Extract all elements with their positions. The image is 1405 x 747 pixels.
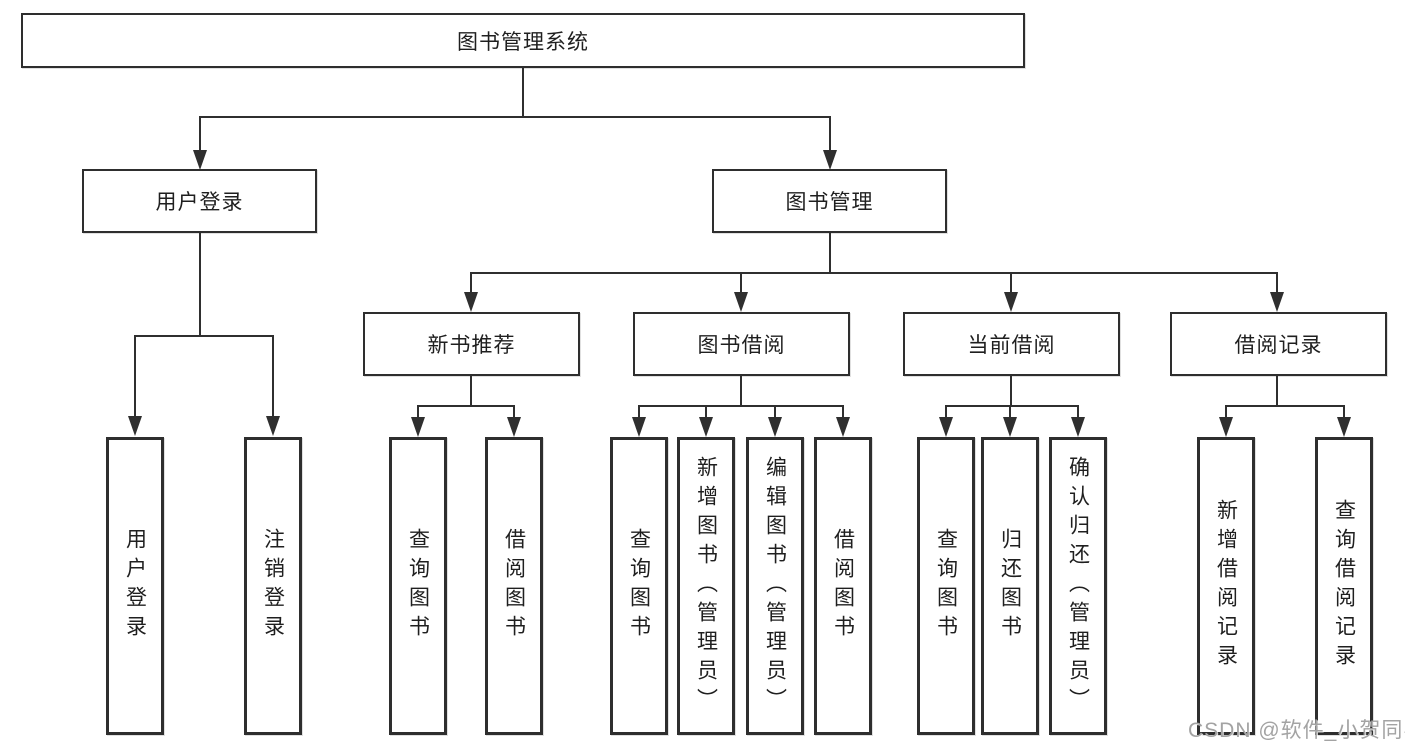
- connector-to-leaf: [774, 405, 776, 419]
- leaf-user-login: 用户登录: [106, 437, 164, 735]
- node-label: 编辑图书（管理员）: [763, 455, 787, 717]
- arrow-down-icon: [193, 150, 207, 170]
- arrow-down-icon: [1219, 417, 1233, 437]
- leaf-confirm-return-admin: 确认归还（管理员）: [1049, 437, 1107, 735]
- connector-to-leaf: [1343, 405, 1345, 419]
- node-label: 归还图书: [998, 528, 1022, 644]
- arrow-down-icon: [836, 417, 850, 437]
- connector-stem: [470, 375, 472, 407]
- leaf-borrow-book-2: 借阅图书: [814, 437, 872, 735]
- leaf-add-borrow-record: 新增借阅记录: [1197, 437, 1255, 735]
- leaf-add-book-admin: 新增图书（管理员）: [677, 437, 735, 735]
- node-label: 确认归还（管理员）: [1066, 455, 1090, 717]
- node-user-login: 用户登录: [82, 169, 317, 233]
- connector-to-user-login: [199, 116, 201, 151]
- connector-root-stem: [522, 67, 524, 117]
- leaf-logout: 注销登录: [244, 437, 302, 735]
- connector-to-leaf: [513, 405, 515, 419]
- node-label: 用户登录: [155, 191, 244, 214]
- connector-rail: [417, 405, 515, 407]
- leaf-edit-book-admin: 编辑图书（管理员）: [746, 437, 804, 735]
- connector-to-borrow-record: [1276, 272, 1278, 293]
- node-label: 用户登录: [123, 528, 147, 644]
- leaf-query-book-2: 查询图书: [610, 437, 668, 735]
- node-label: 借阅图书: [502, 528, 526, 644]
- node-library-management-system: 图书管理系统: [21, 13, 1025, 68]
- connector-rail: [1225, 405, 1345, 407]
- node-label: 借阅图书: [831, 528, 855, 644]
- node-label: 图书管理系统: [457, 30, 589, 54]
- arrow-down-icon: [507, 417, 521, 437]
- node-new-book-recommend: 新书推荐: [363, 312, 580, 376]
- node-book-management: 图书管理: [712, 169, 947, 233]
- connector-to-book-borrow: [740, 272, 742, 293]
- connector-stem: [740, 375, 742, 407]
- arrow-down-icon: [464, 292, 478, 312]
- connector-level2-rail: [199, 116, 831, 118]
- connector-to-leaf: [705, 405, 707, 419]
- connector-stem: [1010, 375, 1012, 407]
- arrow-down-icon: [1071, 417, 1085, 437]
- connector-to-leaf: [417, 405, 419, 419]
- node-label: 注销登录: [261, 528, 285, 644]
- leaf-query-book-1: 查询图书: [389, 437, 447, 735]
- arrow-down-icon: [699, 417, 713, 437]
- arrow-down-icon: [266, 416, 280, 436]
- node-label: 当前借阅: [967, 334, 1056, 357]
- node-label: 查询借阅记录: [1332, 499, 1356, 673]
- connector-level3-rail: [470, 272, 1278, 274]
- leaf-query-borrow-record: 查询借阅记录: [1315, 437, 1373, 735]
- node-borrow-record: 借阅记录: [1170, 312, 1387, 376]
- arrow-down-icon: [1003, 417, 1017, 437]
- node-label: 图书借阅: [697, 334, 786, 357]
- arrow-down-icon: [823, 150, 837, 170]
- connector-to-leaf: [1009, 405, 1011, 419]
- connector-to-leaf: [638, 405, 640, 419]
- connector-to-leaf: [134, 335, 136, 417]
- connector-to-leaf: [272, 335, 274, 417]
- connector-to-new-book: [470, 272, 472, 293]
- connector-to-leaf: [1225, 405, 1227, 419]
- connector-to-leaf: [1077, 405, 1079, 419]
- connector-to-leaf: [842, 405, 844, 419]
- connector-user-login-rail: [134, 335, 274, 337]
- node-label: 新增借阅记录: [1214, 499, 1238, 673]
- connector-book-management-stem: [829, 232, 831, 274]
- connector-to-current-borrow: [1010, 272, 1012, 293]
- connector-user-login-stem: [199, 232, 201, 337]
- arrow-down-icon: [1270, 292, 1284, 312]
- node-label: 新书推荐: [427, 334, 516, 357]
- arrow-down-icon: [632, 417, 646, 437]
- node-label: 查询图书: [627, 528, 651, 644]
- arrow-down-icon: [1004, 292, 1018, 312]
- connector-rail: [945, 405, 1079, 407]
- node-label: 图书管理: [785, 191, 874, 214]
- connector-to-leaf: [945, 405, 947, 419]
- connector-to-book-management: [829, 116, 831, 151]
- arrow-down-icon: [1337, 417, 1351, 437]
- arrow-down-icon: [939, 417, 953, 437]
- arrow-down-icon: [768, 417, 782, 437]
- node-label: 查询图书: [934, 528, 958, 644]
- node-label: 借阅记录: [1234, 334, 1323, 357]
- connector-rail: [638, 405, 844, 407]
- leaf-query-book-3: 查询图书: [917, 437, 975, 735]
- node-book-borrow: 图书借阅: [633, 312, 850, 376]
- node-current-borrow: 当前借阅: [903, 312, 1120, 376]
- arrow-down-icon: [734, 292, 748, 312]
- leaf-return-book: 归还图书: [981, 437, 1039, 735]
- leaf-borrow-book-1: 借阅图书: [485, 437, 543, 735]
- arrow-down-icon: [128, 416, 142, 436]
- csdn-watermark: CSDN @软件_小贺同学: [1188, 719, 1405, 742]
- connector-stem: [1276, 375, 1278, 407]
- arrow-down-icon: [411, 417, 425, 437]
- node-label: 查询图书: [406, 528, 430, 644]
- node-label: 新增图书（管理员）: [694, 455, 718, 717]
